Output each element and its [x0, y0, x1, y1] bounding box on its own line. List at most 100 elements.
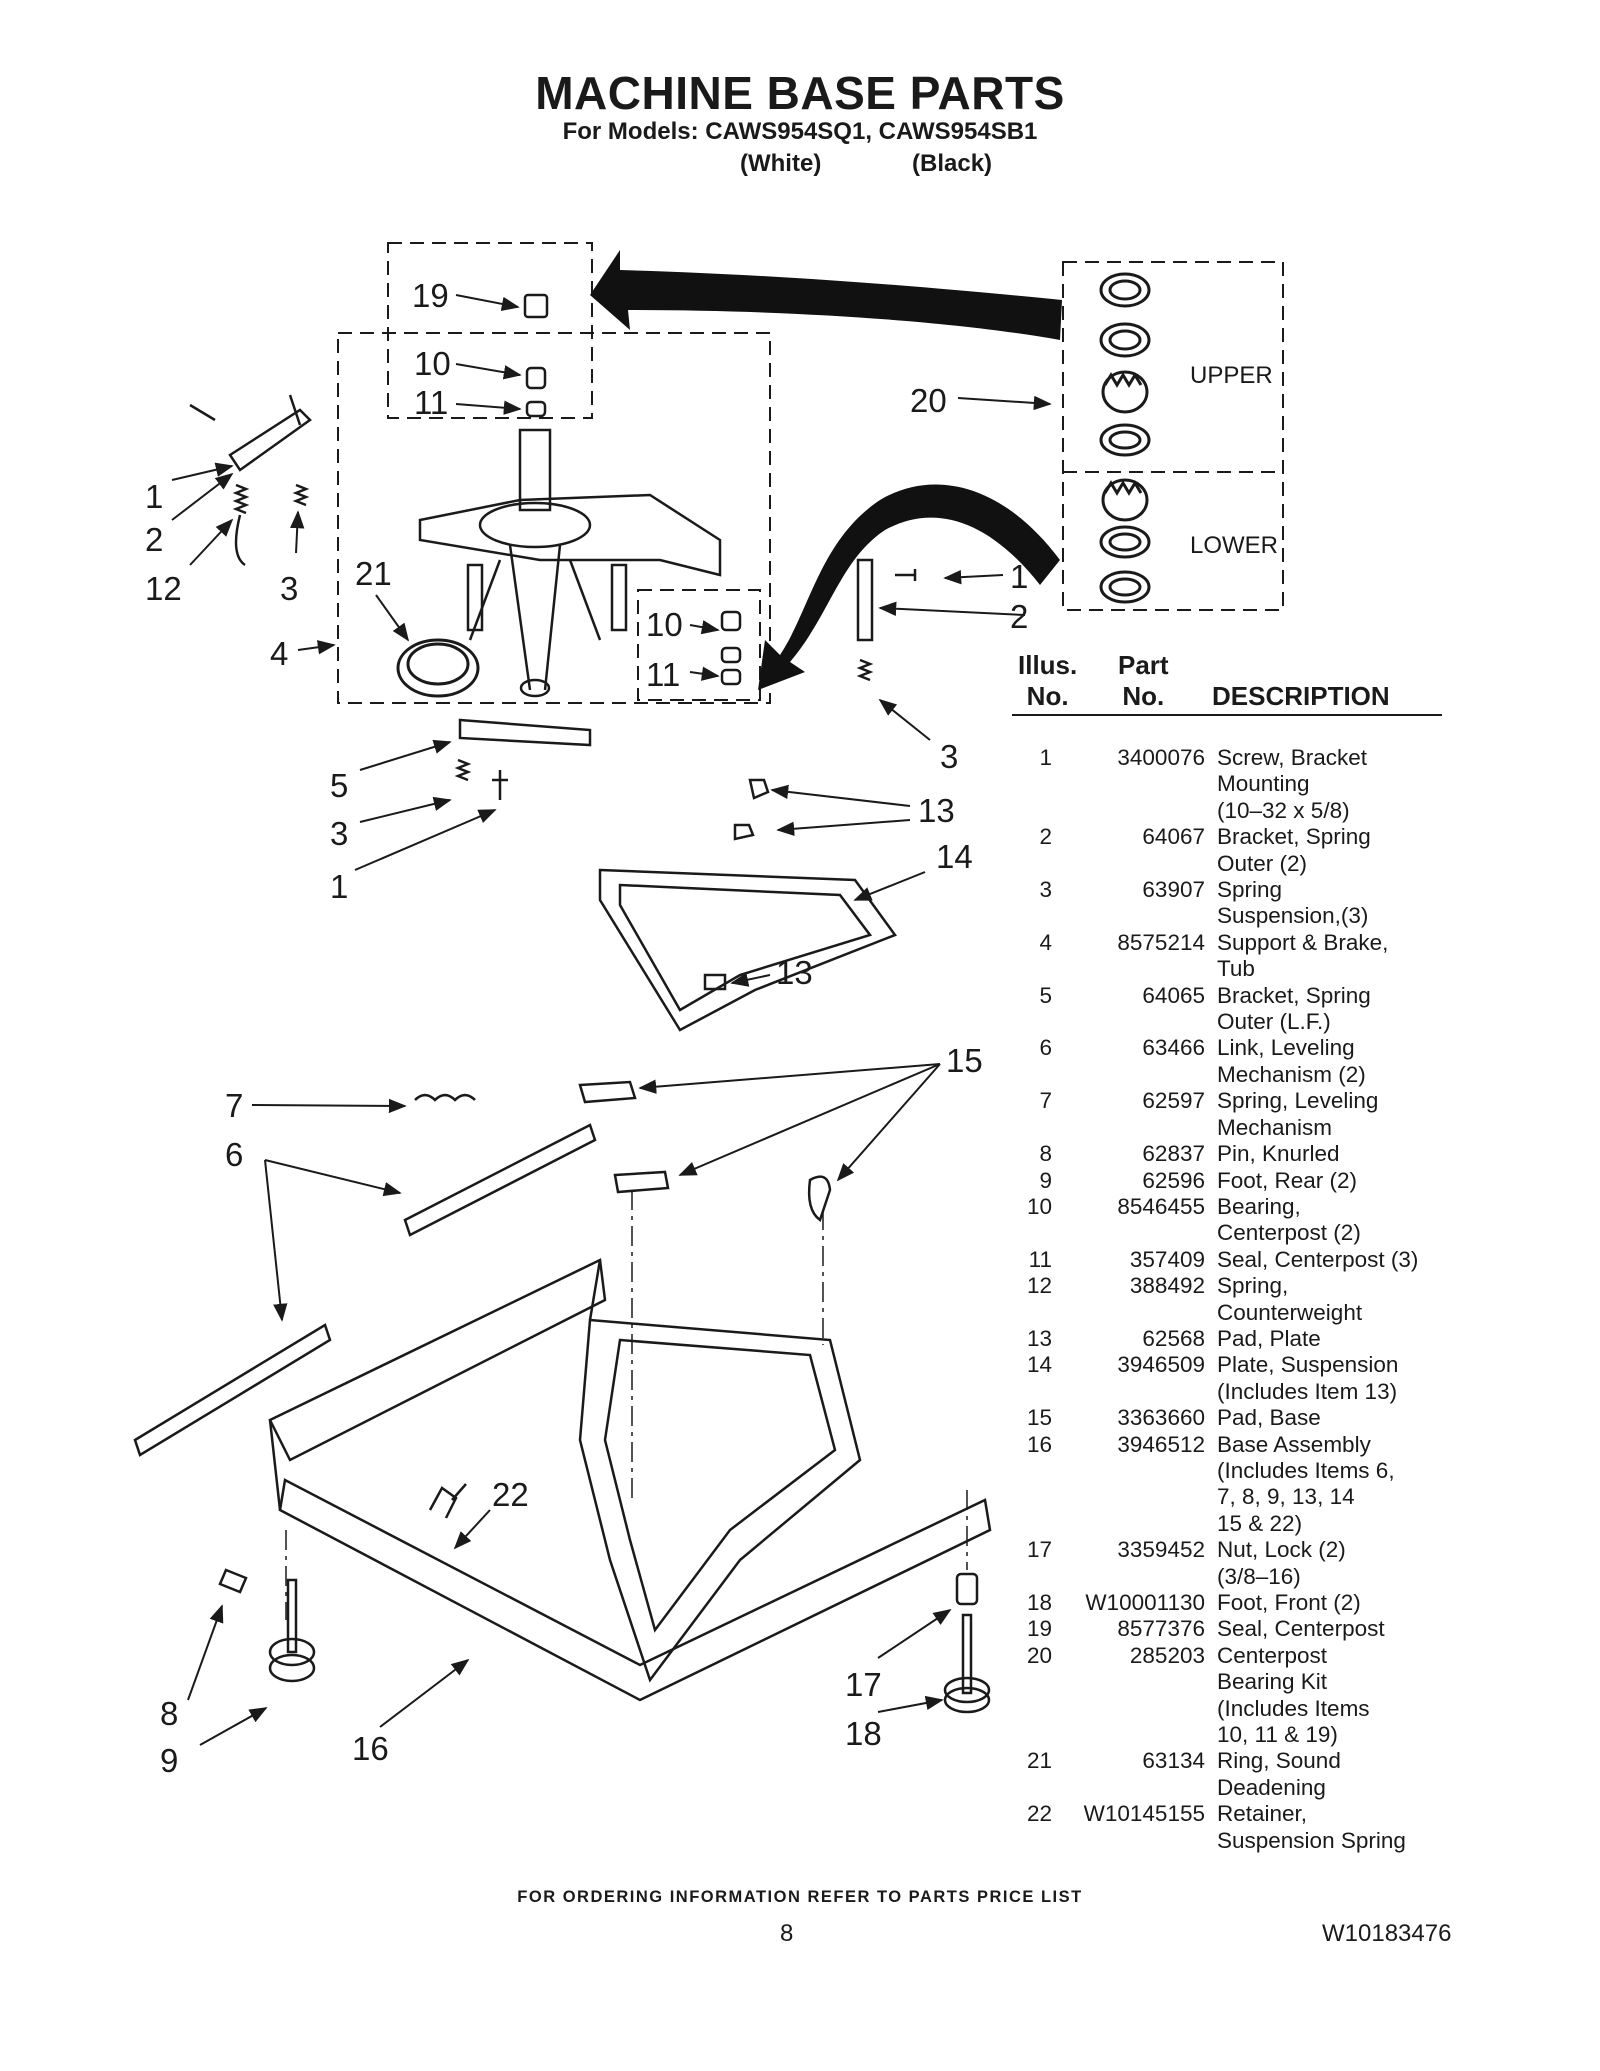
- part-description: Seal, Centerpost: [1217, 1616, 1447, 1642]
- description-line: Spring,: [1217, 1273, 1289, 1299]
- part-number: 62568: [1142, 1325, 1205, 1351]
- illus-number: 7: [1039, 1088, 1052, 1114]
- col-header-description: DESCRIPTION: [1212, 681, 1390, 711]
- description-line: Bearing Kit: [1217, 1669, 1328, 1695]
- leveling-parts: [133, 1080, 832, 1457]
- description-line: Deadening: [1217, 1774, 1326, 1800]
- description-line: Outer (L.F.): [1217, 1009, 1331, 1035]
- brackets-and-springs: [189, 394, 917, 800]
- description-line: Suspension Spring: [1217, 1827, 1406, 1853]
- illus-number: 15: [1026, 1405, 1052, 1431]
- callout-8: 8: [160, 1695, 178, 1732]
- description-line: Screw, Bracket: [1217, 745, 1368, 770]
- kit-arrow-lower: [758, 484, 1060, 690]
- part-number: W10145155: [1083, 1801, 1205, 1827]
- description-line: (Includes Item 13): [1217, 1378, 1398, 1404]
- callout-21: 21: [355, 555, 392, 592]
- ordering-note: FOR ORDERING INFORMATION REFER TO PARTS …: [517, 1888, 1083, 1906]
- part-description: Foot, Rear (2): [1217, 1168, 1447, 1194]
- part-number: 62597: [1142, 1088, 1205, 1114]
- description-line: (10–32 x 5/8): [1217, 797, 1350, 823]
- description-line: Pad, Plate: [1217, 1325, 1321, 1351]
- part-number: 64067: [1142, 824, 1205, 850]
- description-line: (Includes Items 6,: [1217, 1457, 1395, 1483]
- feet: [218, 1568, 991, 1714]
- description-line: Outer (2): [1217, 850, 1308, 876]
- illus-number: 3: [1039, 877, 1052, 903]
- description-line: Foot, Front (2): [1217, 1590, 1361, 1615]
- part-number: 8575214: [1117, 929, 1205, 955]
- illus-number: 4: [1039, 929, 1052, 955]
- part-description: Pad, Base: [1217, 1405, 1447, 1431]
- part-description: Retainer,Suspension Spring: [1217, 1801, 1447, 1854]
- part-description: Plate, Suspension(Includes Item 13): [1217, 1352, 1447, 1405]
- part-number: W10001130: [1085, 1590, 1205, 1615]
- callout-4: 4: [270, 635, 288, 672]
- illus-number: 14: [1026, 1352, 1052, 1378]
- base-assembly: [268, 1258, 992, 1702]
- illus-number: 8: [1039, 1141, 1052, 1167]
- description-line: Plate, Suspension: [1217, 1352, 1399, 1378]
- description-line: Counterweight: [1217, 1299, 1363, 1325]
- part-number: 3400076: [1117, 745, 1205, 770]
- description-line: Nut, Lock (2): [1217, 1537, 1346, 1563]
- illus-number: 20: [1026, 1642, 1052, 1668]
- part-description: Pin, Knurled: [1217, 1141, 1447, 1167]
- leader-arrows: [171, 294, 1052, 1746]
- kit-upper-label: UPPER: [1190, 362, 1273, 389]
- part-number: 357409: [1129, 1246, 1205, 1272]
- illus-number: 6: [1039, 1035, 1052, 1061]
- callout-1: 1: [330, 868, 348, 905]
- description-line: Pin, Knurled: [1217, 1141, 1340, 1167]
- callout-11: 11: [414, 384, 448, 421]
- centerpost-group-box: [337, 242, 771, 704]
- part-number: 63134: [1142, 1748, 1205, 1774]
- part-description: Pad, Plate: [1217, 1326, 1447, 1352]
- part-description: Support & Brake,Tub: [1217, 930, 1447, 983]
- callout-1: 1: [145, 478, 163, 515]
- part-number: 63466: [1142, 1035, 1205, 1061]
- callout-13: 13: [776, 954, 813, 991]
- callout-numbers: 19 10 11 20 1 2 12 3 21 4 10 11 1 2 3 5 …: [145, 277, 1028, 1779]
- part-number: 285203: [1129, 1642, 1205, 1668]
- bearing-kit-parts: [1099, 272, 1151, 604]
- description-line: 7, 8, 9, 13, 14: [1217, 1484, 1355, 1510]
- part-number: 64065: [1142, 982, 1205, 1008]
- description-line: Bracket, Spring: [1217, 824, 1371, 850]
- illus-number: 21: [1026, 1748, 1052, 1774]
- col-header-illus: Illus. No.: [1018, 650, 1078, 711]
- description-line: Centerpost: [1217, 1642, 1328, 1668]
- illus-number: 1: [1039, 745, 1052, 770]
- illus-number: 22: [1026, 1801, 1052, 1827]
- part-number: 3946512: [1117, 1431, 1205, 1457]
- description-line: Ring, Sound: [1217, 1748, 1341, 1774]
- table-row: 22 W10145155 Retainer,Suspension Spring: [1012, 1801, 1452, 1854]
- callout-5: 5: [330, 767, 348, 804]
- callout-10: 10: [646, 606, 683, 643]
- callout-15: 15: [946, 1042, 983, 1079]
- part-description: Bearing,Centerpost (2): [1217, 1194, 1447, 1247]
- illus-number: 17: [1026, 1537, 1052, 1563]
- callout-18: 18: [845, 1715, 882, 1752]
- callout-20: 20: [910, 382, 947, 419]
- part-number: 3359452: [1117, 1537, 1205, 1563]
- description-line: 15 & 22): [1217, 1510, 1303, 1536]
- callout-12: 12: [145, 570, 182, 607]
- part-number: 62596: [1142, 1167, 1205, 1193]
- page-title: MACHINE BASE PARTS: [535, 67, 1065, 119]
- kit-arrow-upper: [590, 250, 1062, 340]
